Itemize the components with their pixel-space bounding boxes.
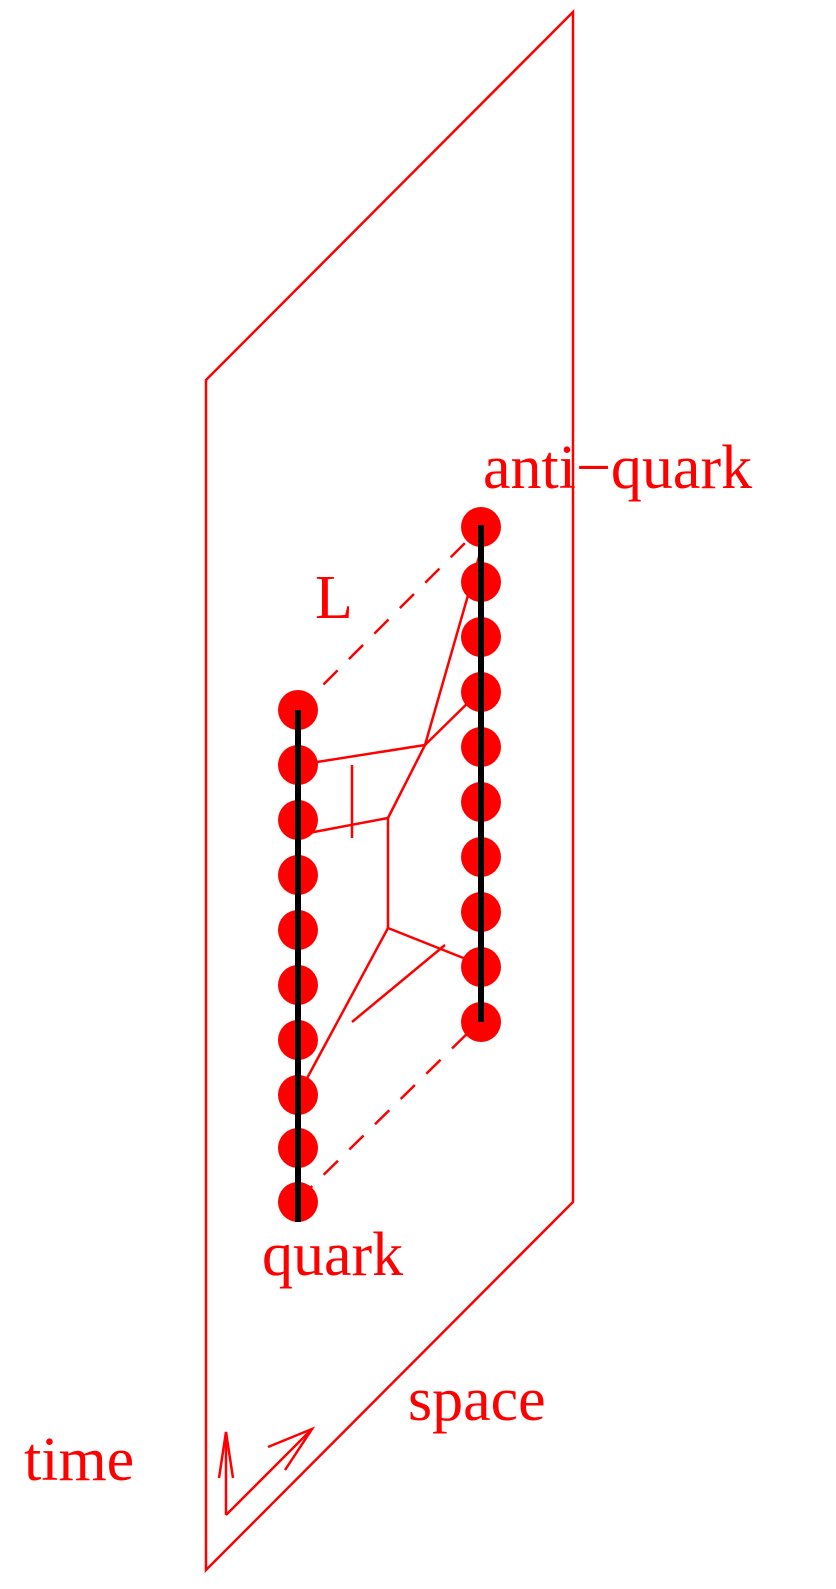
separation-label: L <box>315 564 353 632</box>
space-arrow <box>226 1429 312 1515</box>
axis-arrows <box>219 1429 312 1515</box>
quark-label: quark <box>262 1221 403 1289</box>
separation-bottom-dashed-line <box>298 1020 481 1200</box>
anti-quark-label: anti−quark <box>483 434 752 502</box>
spacetime-plane <box>206 12 573 1570</box>
space-axis-label: space <box>408 1366 546 1434</box>
time-axis-label: time <box>24 1426 134 1494</box>
